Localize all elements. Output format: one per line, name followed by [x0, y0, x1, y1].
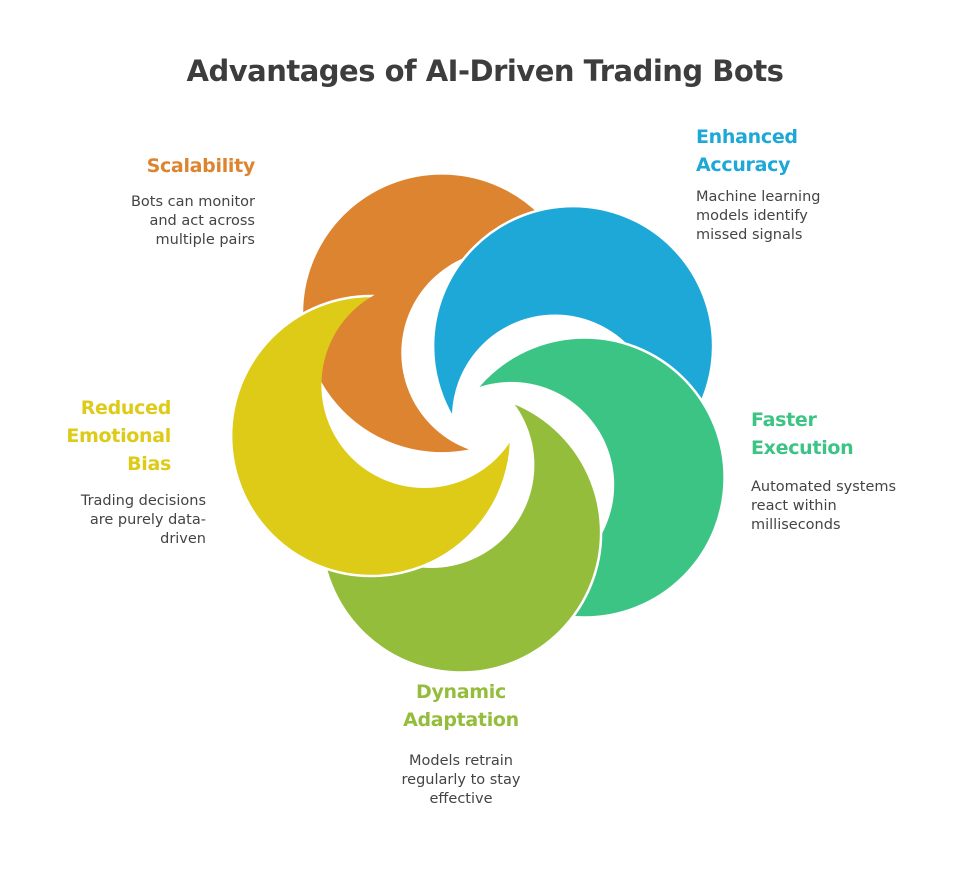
heading-line: Accuracy: [696, 154, 791, 176]
petals-group: [229, 172, 726, 674]
description-line: Models retrain: [408, 753, 513, 769]
heading-line: Execution: [751, 437, 854, 459]
item-reduced-emotional-bias-heading: Reduced Emotional Bias: [20, 394, 206, 478]
item-reduced-emotional-bias-description: Trading decisions are purely data- drive…: [20, 492, 206, 549]
item-enhanced-accuracy-description: Machine learning models identify missed …: [696, 188, 916, 245]
item-reduced-emotional-bias: Reduced Emotional Bias Trading decisions…: [20, 394, 206, 549]
heading-line: Enhanced: [696, 126, 798, 148]
item-enhanced-accuracy-heading: Enhanced Accuracy: [696, 123, 916, 179]
item-faster-execution-heading: Faster Execution: [751, 406, 951, 462]
description-line: effective: [429, 791, 493, 807]
description-line: are purely data-: [89, 512, 206, 528]
description-line: driven: [160, 531, 206, 547]
item-faster-execution-description: Automated systems react within milliseco…: [751, 478, 951, 535]
item-enhanced-accuracy: Enhanced Accuracy Machine learning model…: [696, 123, 916, 245]
description-line: Trading decisions: [80, 493, 206, 509]
heading-line: Reduced: [80, 397, 172, 419]
description-line: Automated systems: [751, 479, 897, 495]
heading-line: Scalability: [146, 155, 256, 177]
item-scalability-heading: Scalability: [75, 152, 256, 180]
heading-line: Adaptation: [403, 709, 519, 731]
item-dynamic-adaptation-description: Models retrain regularly to stay effecti…: [366, 752, 556, 809]
petal-reduced-emotional-bias: [229, 294, 513, 578]
heading-line: Bias: [127, 453, 171, 475]
description-line: missed signals: [696, 227, 803, 243]
heading-line: Dynamic: [416, 681, 506, 703]
heading-line: Faster: [751, 409, 817, 431]
heading-line: Emotional: [66, 425, 171, 447]
page-title: Advantages of AI-Driven Trading Bots: [186, 54, 784, 88]
item-scalability: Scalability Bots can monitor and act acr…: [75, 152, 255, 250]
item-scalability-description: Bots can monitor and act across multiple…: [75, 193, 255, 250]
item-dynamic-adaptation: Dynamic Adaptation Models retrain regula…: [366, 678, 556, 809]
description-line: react within: [751, 498, 837, 514]
description-line: Bots can monitor: [130, 194, 255, 210]
description-line: regularly to stay: [401, 772, 521, 788]
item-dynamic-adaptation-heading: Dynamic Adaptation: [366, 678, 556, 734]
description-line: and act across: [149, 213, 255, 229]
description-line: milliseconds: [751, 517, 841, 533]
description-line: Machine learning: [696, 189, 821, 205]
description-line: multiple pairs: [155, 232, 255, 248]
item-faster-execution: Faster Execution Automated systems react…: [751, 406, 951, 535]
description-line: models identify: [696, 208, 808, 224]
